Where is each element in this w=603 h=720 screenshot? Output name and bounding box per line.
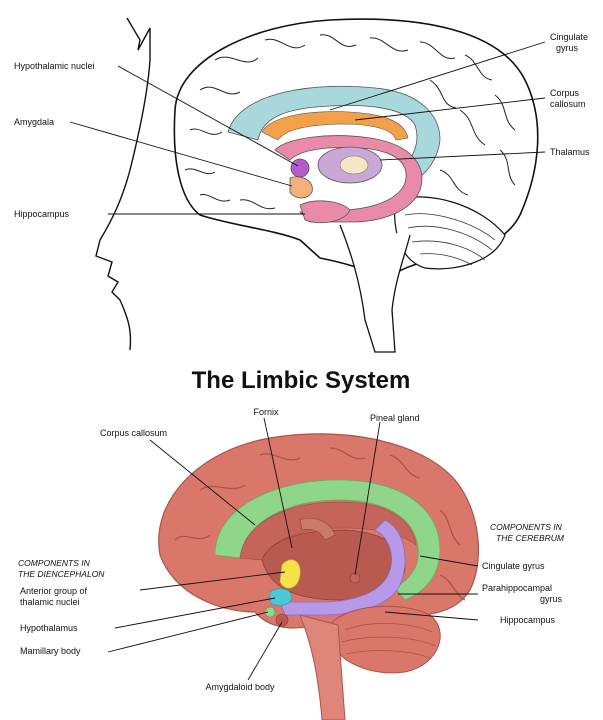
cerebellum-region-bottom xyxy=(330,606,440,673)
hypothalamus-region-bottom xyxy=(270,589,292,606)
bottom-medial-diagram: Fornix Pineal gland Corpus callosum COMP… xyxy=(18,407,565,720)
label-hypothalamic-nuclei: Hypothalamic nuclei xyxy=(14,61,95,71)
label-thalamus-top: Thalamus xyxy=(550,147,590,157)
label-mamillary-body: Mamillary body xyxy=(20,646,81,656)
label-corpus-callosum-bottom: Corpus callosum xyxy=(100,428,167,438)
label-hypothalamus-bottom: Hypothalamus xyxy=(20,623,78,633)
label-cingulate-gyrus-line2: gyrus xyxy=(556,43,579,53)
anterior-thalamic-nuclei-region xyxy=(280,560,300,588)
label-cingulate-gyrus-line1: Cingulate xyxy=(550,32,588,42)
label-cingulate-gyrus-bottom: Cingulate gyrus xyxy=(482,561,545,571)
label-corpus-callosum-line1: Corpus xyxy=(550,88,580,98)
label-fornix: Fornix xyxy=(253,407,279,417)
hypothalamic-nuclei-region xyxy=(291,159,309,177)
label-corpus-callosum-line2: callosum xyxy=(550,99,586,109)
label-parahippocampal-line1: Parahippocampal xyxy=(482,583,552,593)
thalamus-core xyxy=(340,156,368,174)
label-amygdala: Amygdala xyxy=(14,117,54,127)
brainstem-outline xyxy=(340,225,410,352)
label-hippocampus-bottom: Hippocampus xyxy=(500,615,556,625)
brainstem-region-bottom xyxy=(300,615,345,720)
amygdaloid-body-region xyxy=(276,614,288,626)
head-profile-outline xyxy=(96,18,150,350)
header-components-cerebrum-line2: THE CEREBRUM xyxy=(496,533,565,543)
header-components-diencephalon-line1: COMPONENTS IN xyxy=(18,558,91,568)
label-anterior-thalamic-line2: thalamic nuclei xyxy=(20,597,80,607)
label-parahippocampal-line2: gyrus xyxy=(540,594,563,604)
figure-title: The Limbic System xyxy=(192,367,411,394)
label-amygdaloid-body: Amygdaloid body xyxy=(205,682,275,692)
label-pineal-gland: Pineal gland xyxy=(370,413,420,423)
header-components-cerebrum-line1: COMPONENTS IN xyxy=(490,522,563,532)
header-components-diencephalon-line2: THE DIENCEPHALON xyxy=(18,569,105,579)
top-sagittal-diagram: Hypothalamic nuclei Amygdala Hippocampus… xyxy=(14,18,590,352)
label-anterior-thalamic-line1: Anterior group of xyxy=(20,586,88,596)
label-hippocampus-top: Hippocampus xyxy=(14,209,70,219)
